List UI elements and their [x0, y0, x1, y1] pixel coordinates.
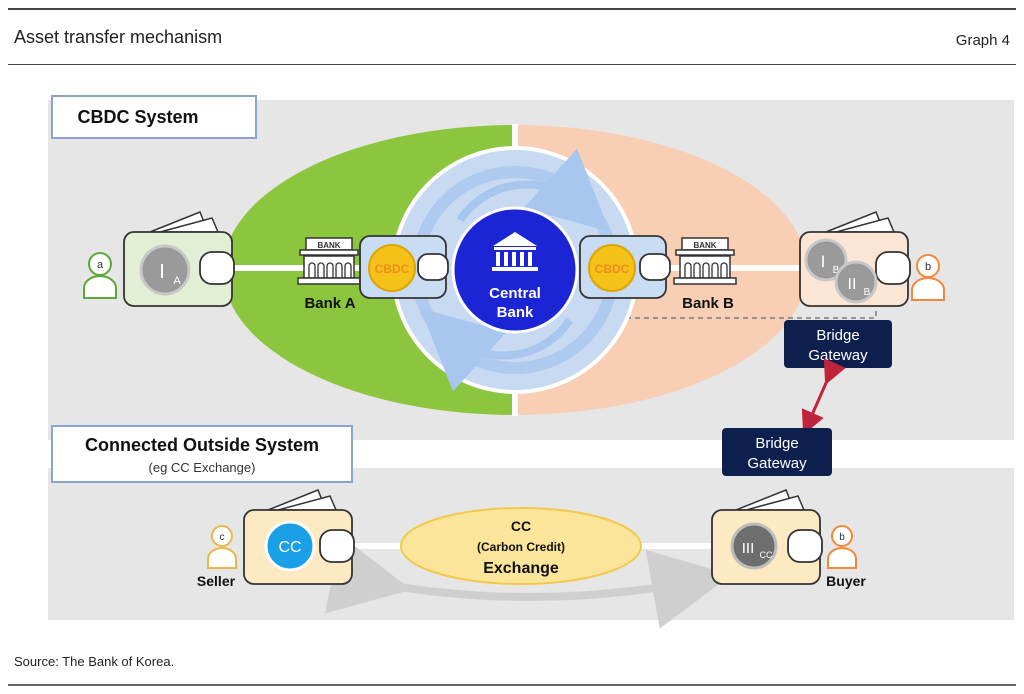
wallet-a-token: [139, 244, 191, 296]
wallet-a-token-sub: A: [173, 275, 181, 287]
outside-system-title-box: [51, 425, 353, 483]
buyer-cc-token: [730, 522, 778, 570]
header-rule: [8, 64, 1016, 65]
cc-exchange-line2: (Carbon Credit): [477, 540, 565, 554]
seller-cc-token-label: CC: [278, 539, 301, 556]
outside-system-subtitle: (eg CC Exchange): [149, 460, 256, 475]
bank-b-cbdc-label: CBDC: [595, 262, 630, 276]
buyer-badge: b: [839, 532, 845, 543]
bridge-link-arrow: [801, 358, 846, 435]
cbdc-system-title-box: [51, 95, 257, 139]
wallet-b-token-2: [834, 260, 878, 304]
top-rule: [8, 8, 1016, 10]
cc-exchange-line3: Exchange: [483, 560, 559, 577]
exchange-flow-arrow: [325, 535, 732, 629]
bank-b-label: Bank B: [682, 295, 734, 312]
seller-cc-token: [264, 520, 316, 572]
bank-a-label: Bank A: [304, 295, 355, 312]
user-b-avatar-icon: [911, 254, 945, 301]
figure-title: Asset transfer mechanism: [14, 27, 223, 47]
bridge-gateway-cbdc-line2: Gateway: [808, 347, 868, 364]
wallet-b-token-1-sub: B: [833, 265, 840, 276]
wallet-b-token-1-main: I: [821, 252, 826, 271]
bridge-gateway-outside-line1: Bridge: [755, 435, 798, 452]
circulation-arrow-top: [456, 148, 610, 232]
cc-exchange: [400, 507, 642, 585]
seller-badge: c: [220, 532, 225, 543]
wallet-b-token-1: [804, 238, 848, 282]
circulation-arrow-bottom: [420, 308, 574, 392]
bridge-gateway-outside-line2: Gateway: [747, 455, 807, 472]
bank-b-cbdc-coin: [588, 244, 636, 292]
wallet-b-token-2-sub: B: [864, 287, 871, 298]
source-note: Source: The Bank of Korea.: [14, 654, 175, 669]
buyer-token-sub: CC: [760, 550, 773, 560]
bridge-gateway-cbdc-line1: Bridge: [816, 327, 859, 344]
outside-system-title: Connected Outside System: [85, 435, 319, 455]
central-bank-label-2: Bank: [497, 304, 534, 321]
bridge-gateway-outside: [722, 428, 832, 476]
bridge-gateway-cbdc: [784, 320, 892, 368]
bank-a-cbdc-label: CBDC: [375, 262, 410, 276]
user-a-avatar-icon: [83, 252, 117, 299]
bottom-rule: [8, 684, 1016, 686]
bank-b-sign: BANK: [693, 241, 716, 250]
wallet-a-token-main: I: [159, 261, 165, 283]
graph-label: Graph 4: [955, 32, 1010, 49]
central-bank-label-1: Central: [489, 285, 541, 302]
seller-avatar-icon: [207, 525, 237, 569]
wallet-b-token-2-main: II: [848, 276, 857, 293]
seller-label: Seller: [197, 573, 236, 589]
bank-b-building-icon: BANK: [673, 237, 737, 285]
bank-a-sign: BANK: [317, 241, 340, 250]
buyer-label: Buyer: [826, 573, 866, 589]
buyer-avatar-icon: [827, 525, 857, 569]
bank-a-cbdc-coin: [368, 244, 416, 292]
bank-a-building-icon: BANK: [297, 237, 361, 285]
user-b-badge: b: [925, 261, 931, 273]
central-bank-icon: [492, 232, 538, 271]
cbdc-system-title: CBDC System: [77, 107, 198, 127]
cc-exchange-line1: CC: [511, 518, 531, 534]
buyer-token-main: III: [742, 540, 755, 557]
user-a-badge: a: [97, 259, 104, 271]
